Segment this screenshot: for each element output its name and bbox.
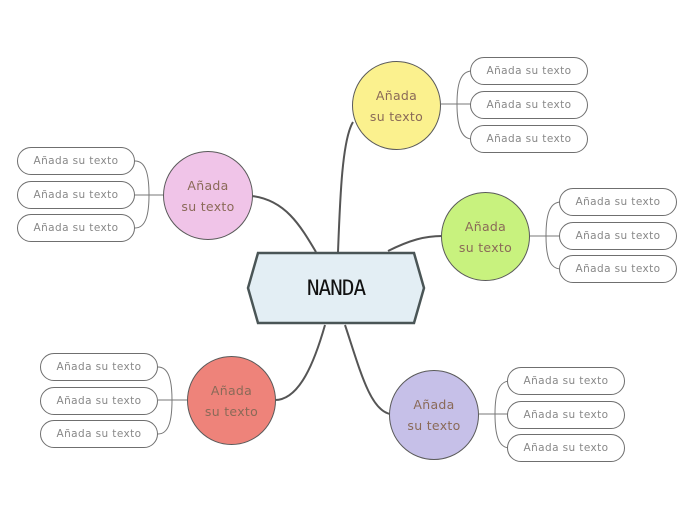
leaf-purple-1[interactable]: Añada su texto	[507, 367, 625, 395]
leaf-green-1[interactable]: Añada su texto	[559, 188, 677, 216]
connector-green-leaves	[530, 201, 562, 270]
leaf-red-1[interactable]: Añada su texto	[40, 353, 158, 381]
leaf-purple-3[interactable]: Añada su texto	[507, 434, 625, 462]
branch-green[interactable]: Añada su texto	[441, 192, 530, 281]
connector-red-leaves	[157, 366, 187, 435]
connector-purple-leaves	[479, 380, 511, 449]
connector-yellow	[337, 121, 354, 253]
branch-purple[interactable]: Añada su texto	[389, 370, 479, 460]
connector-yellow-leaves	[441, 70, 473, 140]
central-topic[interactable]: NANDA	[246, 251, 426, 325]
leaf-green-2[interactable]: Añada su texto	[559, 222, 677, 250]
central-hexagon-shape	[246, 251, 426, 325]
connector-green	[387, 235, 443, 252]
connector-pink-leaves	[134, 160, 163, 229]
branch-yellow[interactable]: Añada su texto	[352, 61, 441, 150]
leaf-yellow-3[interactable]: Añada su texto	[470, 125, 588, 153]
leaf-pink-3[interactable]: Añada su texto	[17, 214, 135, 242]
leaf-yellow-1[interactable]: Añada su texto	[470, 57, 588, 85]
leaf-pink-2[interactable]: Añada su texto	[17, 181, 135, 209]
leaf-red-2[interactable]: Añada su texto	[40, 387, 158, 415]
connector-red	[274, 324, 326, 401]
central-topic-label: NANDA	[306, 276, 366, 300]
leaf-green-3[interactable]: Añada su texto	[559, 255, 677, 283]
leaf-yellow-2[interactable]: Añada su texto	[470, 91, 588, 119]
branch-pink[interactable]: Añada su texto	[163, 151, 253, 240]
connector-purple	[344, 324, 391, 415]
leaf-pink-1[interactable]: Añada su texto	[17, 147, 135, 175]
leaf-purple-2[interactable]: Añada su texto	[507, 401, 625, 429]
branch-red[interactable]: Añada su texto	[187, 356, 276, 445]
leaf-red-3[interactable]: Añada su texto	[40, 420, 158, 448]
connector-pink	[251, 195, 317, 253]
